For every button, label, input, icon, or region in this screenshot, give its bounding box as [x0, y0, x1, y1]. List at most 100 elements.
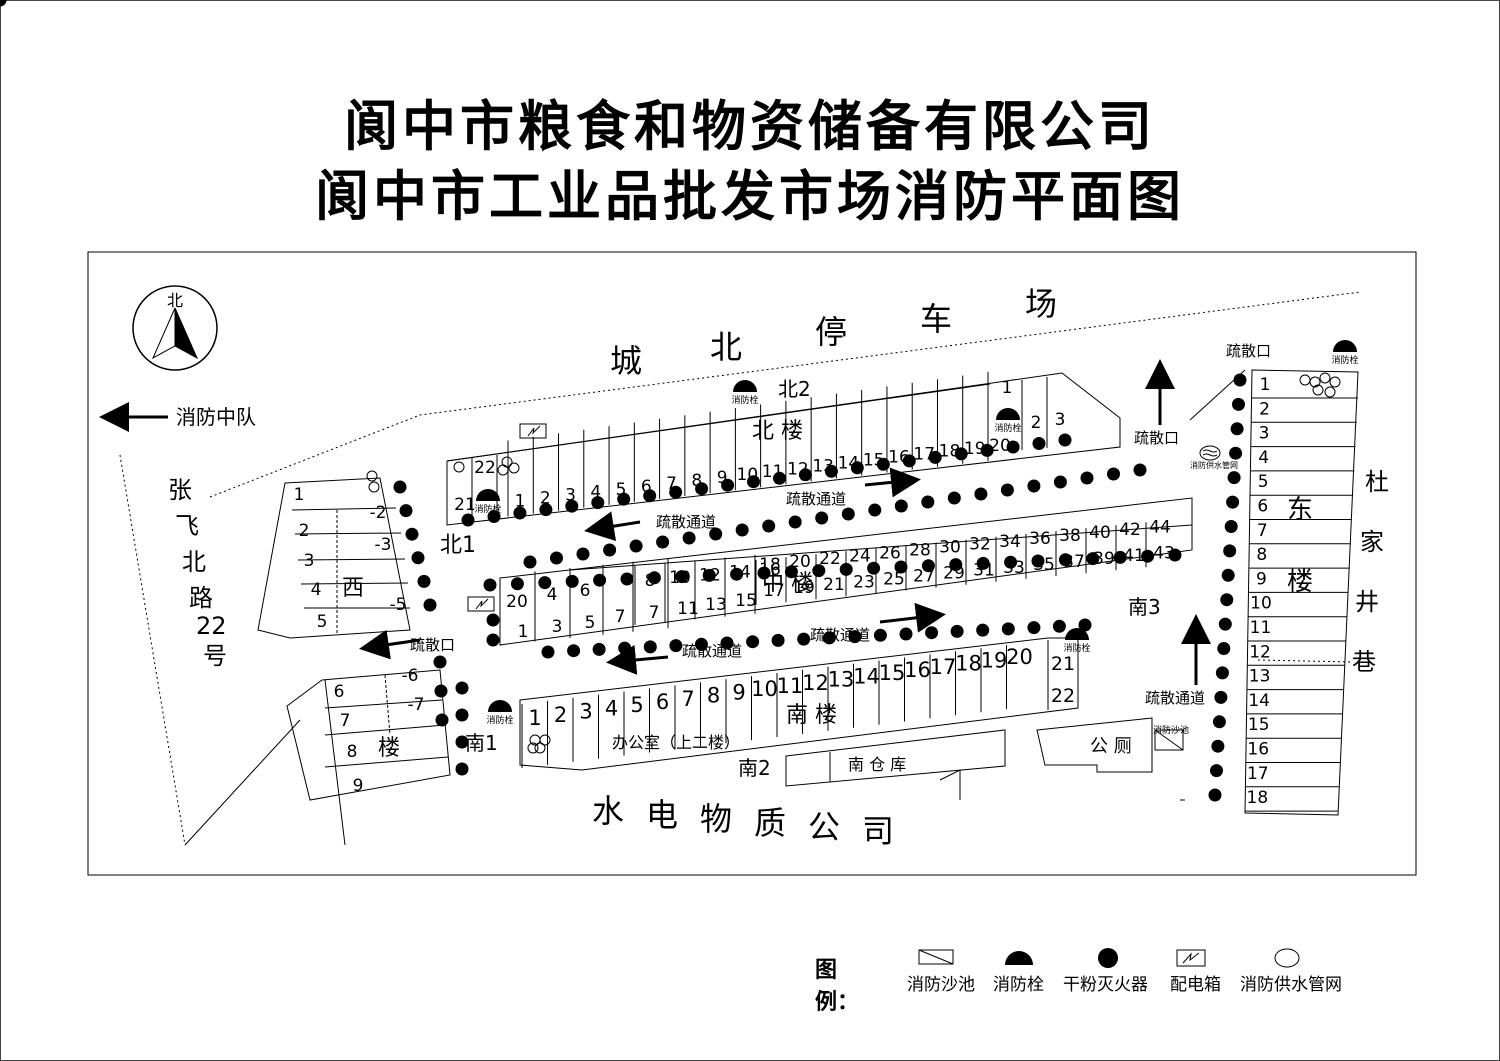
svg-text:疏散通道: 疏散通道: [810, 626, 870, 644]
extinguisher-dot: [567, 644, 581, 658]
extinguisher-dot: [629, 539, 643, 553]
extinguisher-dot: [682, 531, 696, 545]
svg-text:质: 质: [754, 804, 786, 842]
south-unit-number: 12: [802, 671, 829, 695]
extinguisher-dot: [848, 630, 862, 644]
west-unit-number: 1: [294, 485, 305, 505]
east-unit-number: 1: [1260, 375, 1271, 395]
extinguisher-dot: [867, 561, 881, 575]
extinguisher-dot: [925, 626, 939, 640]
extinguisher-dot: [592, 642, 606, 656]
extinguisher-dot: [576, 547, 590, 561]
parking-label: 城北停车场: [610, 285, 1057, 380]
extinguisher-dot: [643, 489, 657, 503]
extinguisher-dot: [1027, 479, 1041, 493]
north-unit-number: 21: [454, 495, 476, 515]
east-unit-number: 17: [1247, 764, 1269, 784]
legend-symbols: [918, 948, 1300, 968]
extinguisher-dot: [928, 450, 942, 464]
extinguisher-dot: [976, 623, 990, 637]
svg-text:疏散口: 疏散口: [1226, 342, 1271, 360]
extinguisher-dot: [1208, 788, 1222, 802]
compass: 北: [132, 285, 218, 371]
west-bldg-label-b: 楼: [378, 736, 400, 761]
east-unit-number: 5: [1258, 472, 1269, 492]
east-building: [1244, 369, 1359, 816]
extinguisher-dot: [0, 0, 7, 7]
hydrant-icon: 消防栓: [474, 489, 502, 515]
legend-hydrant: 消防栓: [993, 975, 1044, 995]
extinguisher-dot: [411, 551, 425, 565]
north-unit-number: 6: [641, 477, 652, 497]
svg-text:疏散通道: 疏散通道: [786, 490, 846, 508]
west-unit-number: 9: [353, 776, 364, 796]
middle-unit-number: 6: [580, 581, 591, 601]
extinguisher-dot: [950, 624, 964, 638]
extinguisher-dot: [788, 515, 802, 529]
extinguisher-dot: [618, 641, 632, 655]
west-unit-number: 7: [340, 711, 351, 731]
north-unit-number: 20: [989, 436, 1011, 456]
hydrant-icon: 消防栓: [1063, 628, 1091, 654]
svg-text:22: 22: [196, 612, 227, 640]
extinguisher-dot: [1230, 422, 1244, 436]
north-unit-number: 1: [1002, 378, 1013, 398]
extinguisher-dot: [798, 468, 812, 482]
extinguisher-dot: [1080, 471, 1094, 485]
extinguisher-dot: [797, 632, 811, 646]
extinguisher-dot: [709, 527, 723, 541]
extinguisher-dot: [603, 543, 617, 557]
middle-unit-number: 23: [853, 572, 875, 592]
north-unit-number: 5: [616, 480, 627, 500]
extinguisher-dot: [876, 457, 890, 471]
north-unit-number: 22: [474, 458, 496, 478]
legend-sandpool: 消防沙池: [907, 975, 975, 995]
svg-text:消防供水管网: 消防供水管网: [1190, 460, 1238, 470]
extinguisher-dot: [695, 482, 709, 496]
svg-text:场: 场: [1025, 285, 1057, 323]
middle-unit-number: 32: [969, 535, 991, 555]
extinguisher-dot: [824, 464, 838, 478]
west-unit-number: -2: [370, 503, 387, 523]
extinguisher-dot: [1223, 544, 1237, 558]
extinguisher-dot: [1006, 440, 1020, 454]
extinguisher-dot: [921, 495, 935, 509]
extinguisher-dot: [486, 633, 500, 647]
west-unit-number: 6: [334, 682, 345, 702]
east-unit-number: 16: [1247, 740, 1269, 760]
south-building: [519, 637, 1079, 771]
hydrant-icon: 消防栓: [1331, 340, 1359, 366]
middle-unit-number: 44: [1149, 517, 1171, 537]
extinguisher-dot: [1218, 617, 1232, 631]
svg-text:疏散通道: 疏散通道: [682, 642, 742, 660]
south-unit-number: 3: [579, 700, 592, 724]
east-unit-number: 18: [1247, 788, 1269, 808]
extinguisher-dot: [417, 574, 431, 588]
fire-brigade-label: 消防中队: [176, 405, 256, 429]
middle-unit-number: 25: [883, 569, 905, 589]
middle-unit-number: 42: [1119, 520, 1141, 540]
middle-unit-number: 19: [793, 578, 815, 598]
south-bldg-label: 南 楼: [786, 703, 837, 728]
extinguisher-dot: [721, 478, 735, 492]
extinguisher-dot: [1053, 475, 1067, 489]
north-unit-number: 1: [515, 492, 526, 512]
east-bldg-label-a: 东: [1287, 495, 1313, 525]
extinguisher-dot: [423, 598, 437, 612]
extinguisher-dot: [1086, 552, 1100, 566]
extinguisher-dot: [455, 681, 469, 695]
svg-text:北: 北: [710, 328, 742, 366]
west-bldg-label-a: 西: [342, 576, 364, 601]
svg-text:水: 水: [592, 792, 624, 830]
extinguisher-dot: [1211, 739, 1225, 753]
extinguisher-dot: [1215, 666, 1229, 680]
south-unit-number: 9: [732, 680, 745, 704]
hydrant-label: 消防栓: [474, 503, 501, 515]
middle-unit-number: 22: [819, 549, 841, 569]
south-unit-number: 15: [879, 661, 906, 685]
svg-text:杜: 杜: [1365, 468, 1389, 496]
west-unit-number: -3: [375, 535, 392, 555]
